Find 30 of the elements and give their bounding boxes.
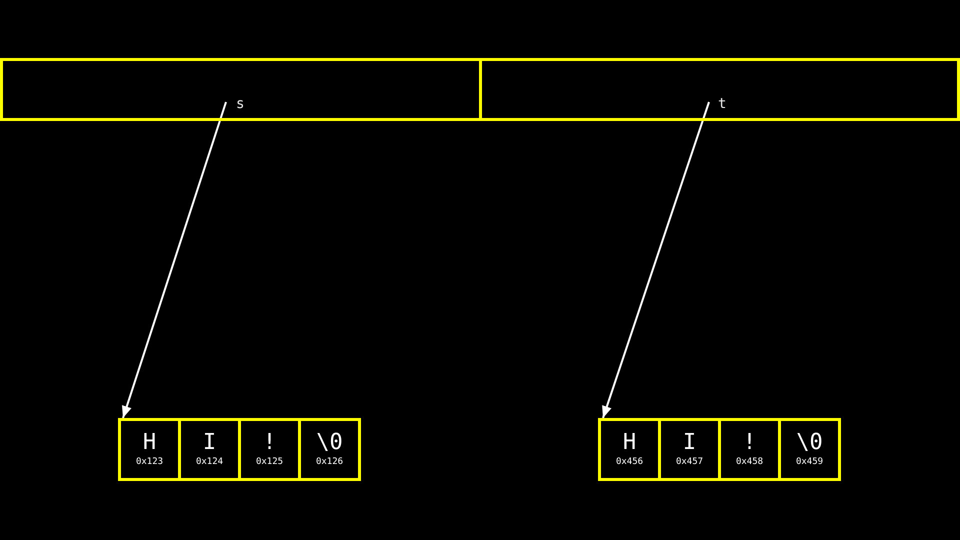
char-cell [298, 418, 361, 481]
variable-name: t [718, 96, 726, 112]
memory-address: 0x125 [256, 457, 284, 468]
char-cell [118, 418, 181, 481]
char-value: ! [262, 431, 276, 455]
memory-address: 0x458 [736, 457, 764, 468]
memory-address: 0x124 [196, 457, 224, 468]
char-value: I [202, 431, 216, 455]
memory-address: 0x123 [136, 457, 164, 468]
char-value: H [142, 431, 156, 455]
variable-name: s [236, 96, 244, 112]
char-value: I [682, 431, 696, 455]
pointer-arrow [602, 102, 710, 418]
memory-address: 0x457 [676, 457, 704, 468]
char-cell [238, 418, 301, 481]
memory-address: 0x126 [316, 457, 344, 468]
char-cell [718, 418, 781, 481]
memory-address: 0x456 [616, 457, 644, 468]
pointer-arrow [122, 102, 227, 418]
char-cell [778, 418, 841, 481]
char-cell [178, 418, 241, 481]
char-value: \0 [316, 431, 343, 455]
char-value: H [622, 431, 636, 455]
char-value: ! [742, 431, 756, 455]
char-cell [598, 418, 661, 481]
variable-box [479, 58, 960, 121]
memory-address: 0x459 [796, 457, 824, 468]
char-cell [658, 418, 721, 481]
variable-box [0, 58, 482, 121]
char-value: \0 [796, 431, 823, 455]
